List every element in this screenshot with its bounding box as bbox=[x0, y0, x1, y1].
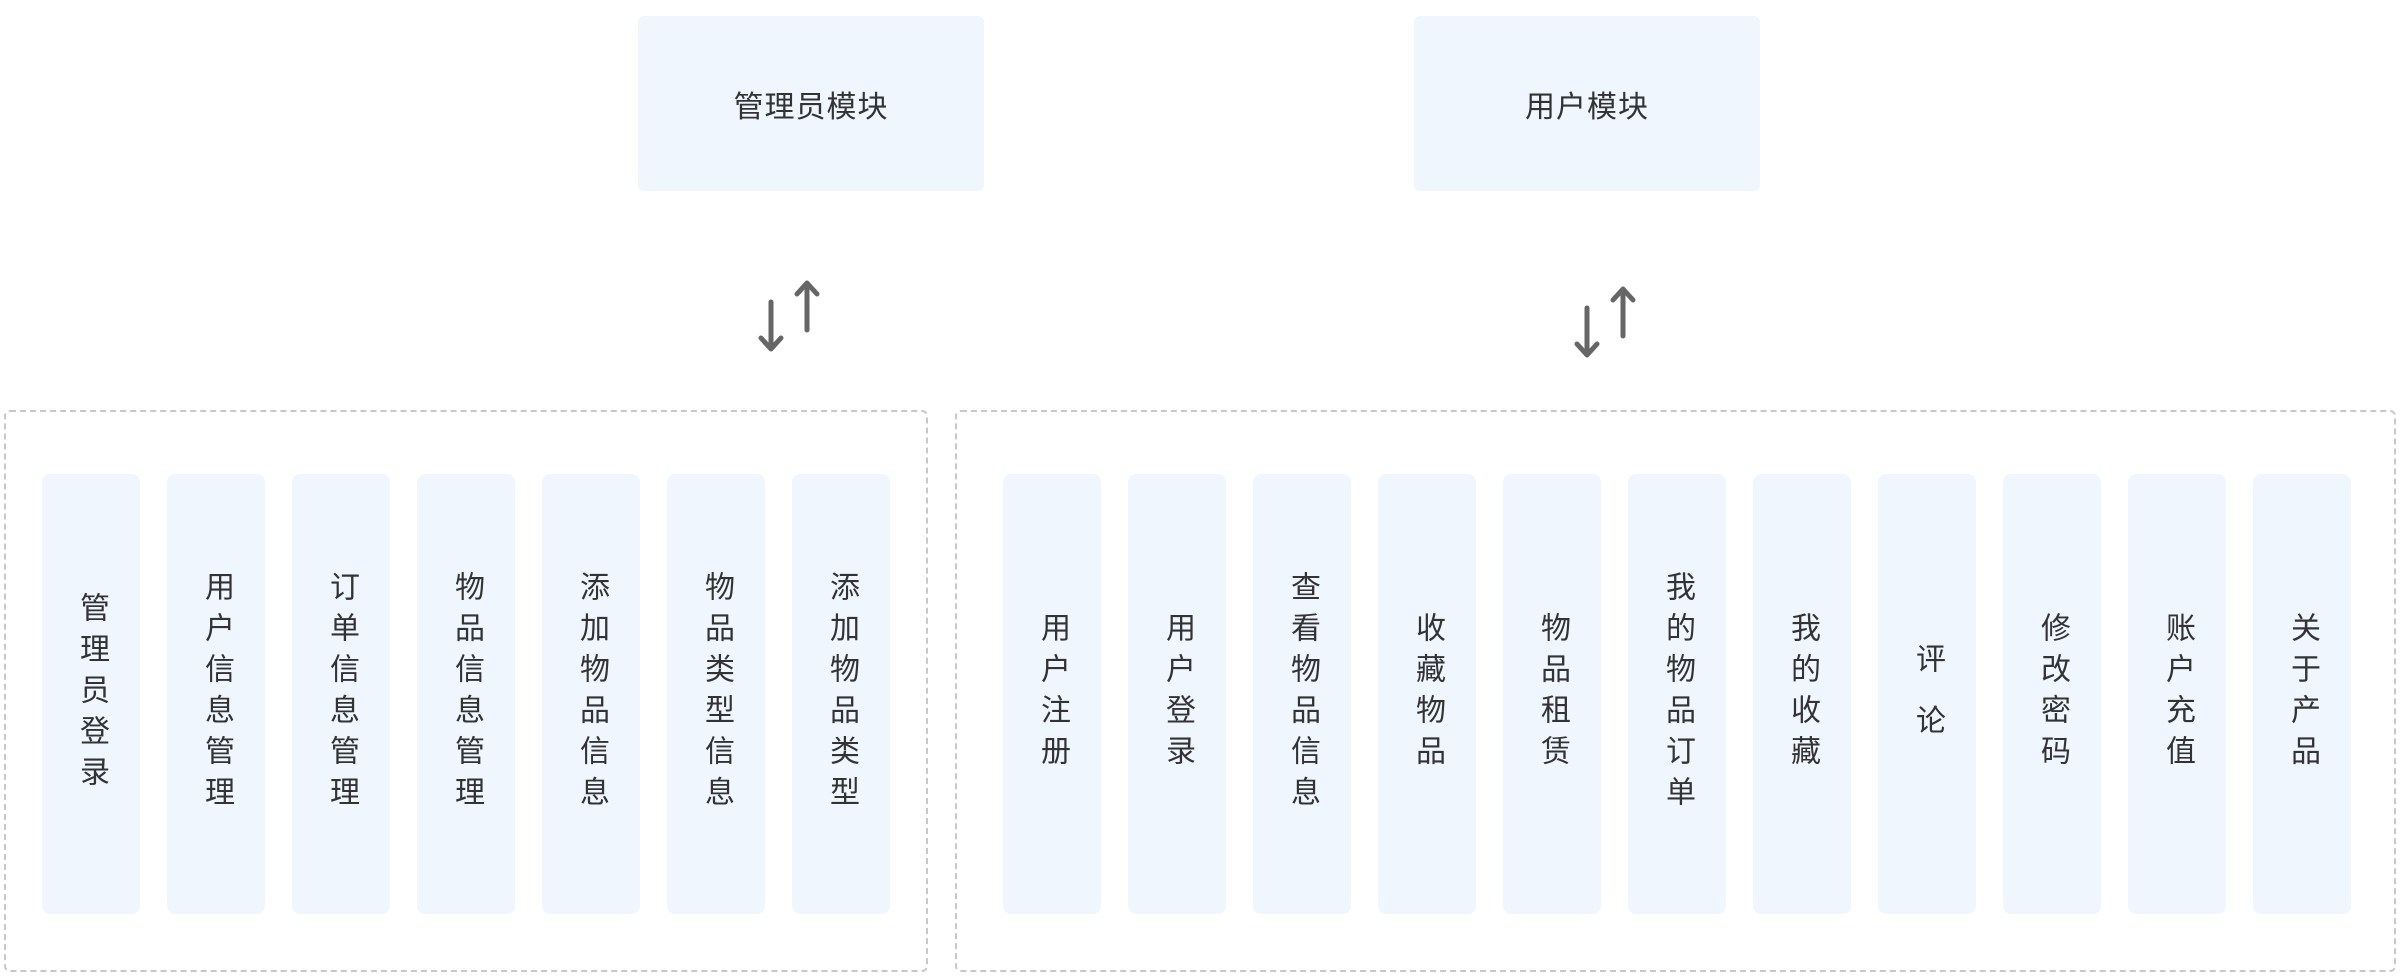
user-module-title: 用户模块 bbox=[1525, 89, 1649, 125]
user-feature: 评 论 bbox=[1878, 474, 1976, 914]
user-feature: 用户登录 bbox=[1128, 474, 1226, 914]
admin-feature: 添加物品类型 bbox=[792, 474, 890, 914]
user-feature: 我的物品订单 bbox=[1628, 474, 1726, 914]
user-module-box: 用户模块 bbox=[1414, 16, 1760, 191]
admin-feature-label: 用户信息管理 bbox=[199, 571, 234, 817]
user-features-group: 用户注册 用户登录 查看物品信息 收藏物品 物品租赁 我的物品订单 我的收藏 评… bbox=[955, 410, 2396, 972]
user-feature-label: 账户充值 bbox=[2160, 612, 2195, 776]
admin-module-box: 管理员模块 bbox=[638, 16, 984, 191]
bidirectional-arrows-icon bbox=[1574, 286, 1636, 358]
user-feature: 修改密码 bbox=[2003, 474, 2101, 914]
user-feature-label: 物品租赁 bbox=[1535, 612, 1570, 776]
user-feature: 收藏物品 bbox=[1378, 474, 1476, 914]
admin-feature: 管理员登录 bbox=[42, 474, 140, 914]
admin-feature-label: 管理员登录 bbox=[74, 591, 109, 797]
user-feature: 账户充值 bbox=[2128, 474, 2226, 914]
user-feature-label: 关于产品 bbox=[2285, 612, 2320, 776]
admin-feature: 用户信息管理 bbox=[167, 474, 265, 914]
admin-module-title: 管理员模块 bbox=[733, 89, 889, 125]
user-feature-label: 用户注册 bbox=[1035, 612, 1070, 776]
user-feature-label: 查看物品信息 bbox=[1285, 571, 1320, 817]
user-feature: 我的收藏 bbox=[1753, 474, 1851, 914]
user-feature-label: 我的物品订单 bbox=[1660, 571, 1695, 817]
admin-feature: 物品类型信息 bbox=[667, 474, 765, 914]
admin-feature: 物品信息管理 bbox=[417, 474, 515, 914]
admin-feature-label: 物品类型信息 bbox=[699, 571, 734, 817]
admin-feature-label: 添加物品信息 bbox=[574, 571, 609, 817]
admin-feature-label: 订单信息管理 bbox=[324, 571, 359, 817]
user-feature-label: 修改密码 bbox=[2035, 612, 2070, 776]
user-feature: 关于产品 bbox=[2253, 474, 2351, 914]
user-feature-label: 收藏物品 bbox=[1410, 612, 1445, 776]
admin-features-group: 管理员登录 用户信息管理 订单信息管理 物品信息管理 添加物品信息 物品类型信息… bbox=[4, 410, 928, 972]
admin-feature-label: 添加物品类型 bbox=[824, 571, 859, 817]
admin-feature: 添加物品信息 bbox=[542, 474, 640, 914]
user-feature-label: 用户登录 bbox=[1160, 612, 1195, 776]
user-feature: 查看物品信息 bbox=[1253, 474, 1351, 914]
user-feature-label: 我的收藏 bbox=[1785, 612, 1820, 776]
admin-feature: 订单信息管理 bbox=[292, 474, 390, 914]
admin-feature-label: 物品信息管理 bbox=[449, 571, 484, 817]
user-feature: 物品租赁 bbox=[1503, 474, 1601, 914]
bidirectional-arrows-icon bbox=[758, 280, 820, 352]
user-feature-label: 评 论 bbox=[1910, 642, 1945, 746]
user-feature: 用户注册 bbox=[1003, 474, 1101, 914]
